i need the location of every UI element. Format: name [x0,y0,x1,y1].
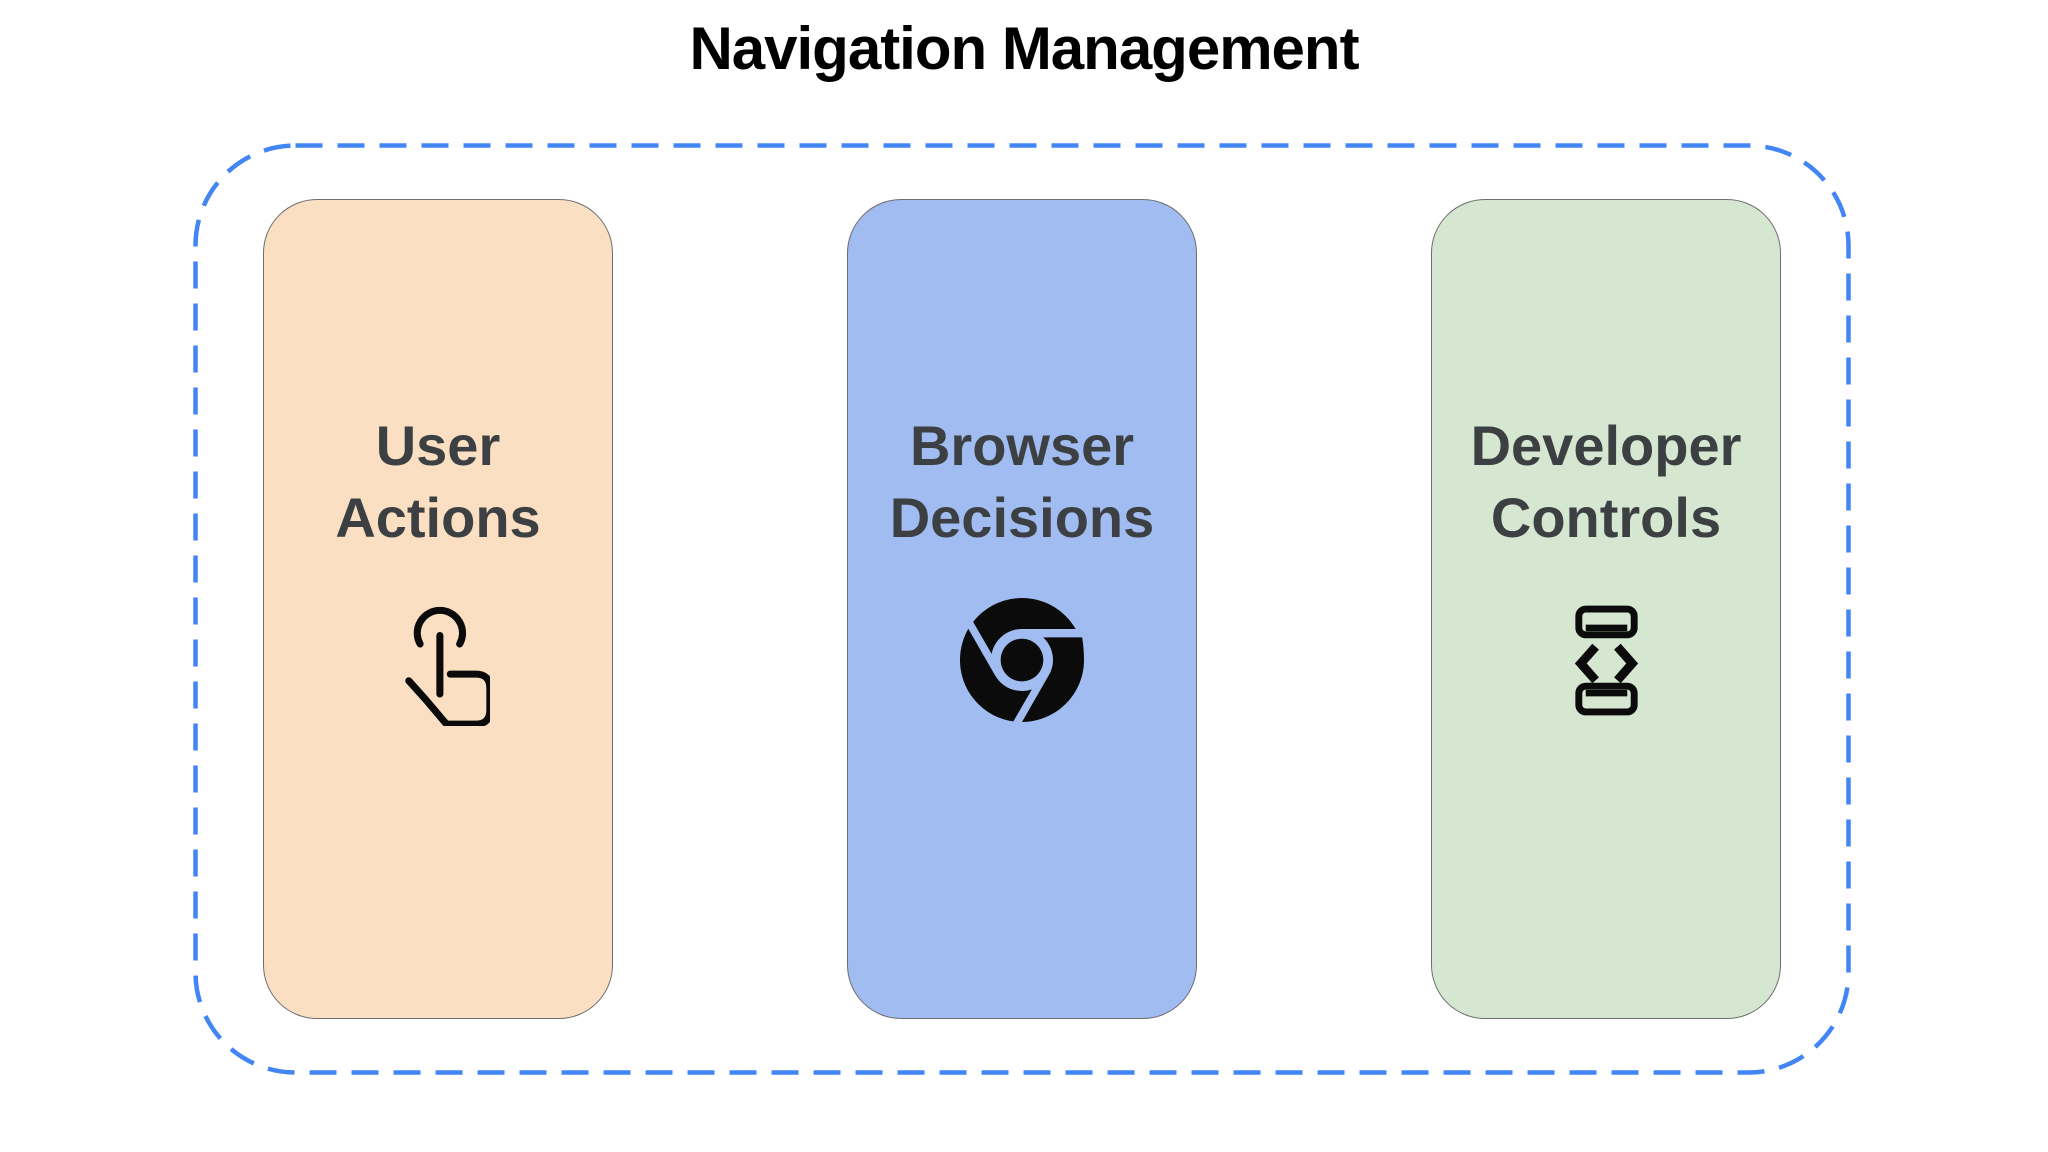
navigation-group-frame: User Actions Browser Decisions [193,143,1851,1075]
card-browser-decisions: Browser Decisions [847,199,1197,1019]
card-user-actions: User Actions [263,199,613,1019]
card-label: User Actions [335,414,541,549]
card-developer-controls: Developer Controls [1431,199,1781,1019]
dashed-border [193,143,1851,1075]
tap-gesture-icon [386,594,490,726]
page-title: Navigation Management [689,15,1359,82]
card-label: Browser Decisions [889,414,1155,549]
cards-row: User Actions Browser Decisions [193,199,1851,1019]
developer-mode-icon [1563,594,1650,726]
card-label: Developer Controls [1470,414,1742,549]
chrome-logo-icon [960,594,1084,726]
